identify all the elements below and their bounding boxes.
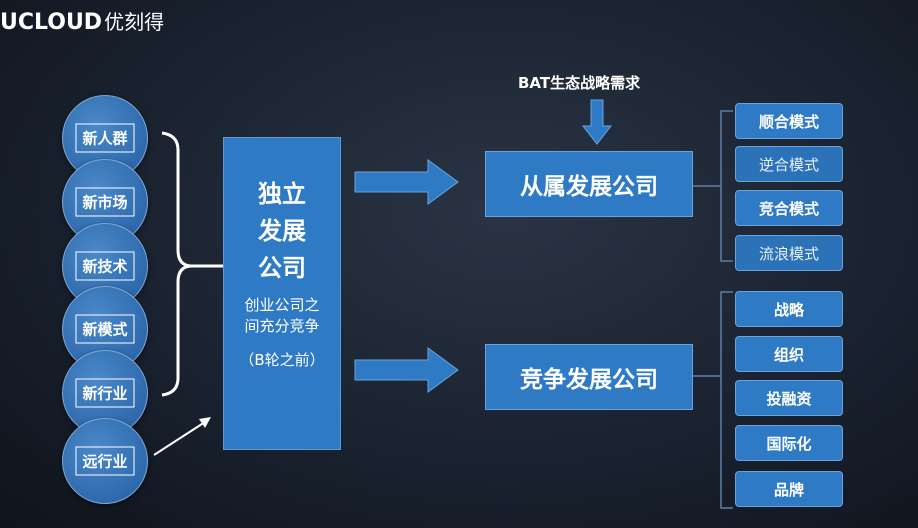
upper-right-arrow [354,159,459,205]
mode-box: 竞合模式 [735,190,843,226]
center-title: 独立 发展 公司 [224,176,340,287]
mode-box: 流浪模式 [735,235,843,271]
competitive-company-box: 竞争发展公司 [485,344,693,410]
center-title-line1: 独立 [258,180,306,208]
center-sub-line1: 创业公司之 [244,296,320,314]
diagonal-arrow-line [153,421,206,456]
lower-bracket [692,291,733,509]
circle-label: 新模式 [75,314,135,344]
center-note: （B轮之前） [239,351,325,369]
center-sub-line2: 间充分竞争 [244,317,320,335]
center-subtitle: 创业公司之 间充分竞争 [224,295,340,337]
circle-label: 新市场 [75,187,135,217]
mode-box: 逆合模式 [735,146,843,182]
center-title-line3: 公司 [258,254,306,282]
factor-box: 投融资 [735,380,843,416]
upper-bracket [692,110,733,262]
bat-down-arrow [581,99,613,145]
circle-label: 远行业 [75,446,135,476]
mode-box: 顺合模式 [735,103,843,139]
independent-company-box: 独立 发展 公司 创业公司之 间充分竞争 （B轮之前） [223,137,341,450]
subordinate-company-box: 从属发展公司 [485,151,693,217]
circle-far-industry: 远行业 [62,418,148,504]
circle-label: 新行业 [75,378,135,408]
logo-brand-cn: 优刻得 [104,10,165,34]
factor-box: 国际化 [735,425,843,461]
logo-brand: UCLOUD [0,10,103,35]
bat-label: BAT生态战略需求 [518,74,641,92]
factor-box: 品牌 [735,471,843,507]
circle-label: 新人群 [75,123,135,153]
circle-label: 新技术 [75,251,135,281]
left-brace [161,131,193,397]
lower-right-arrow [354,347,459,393]
factor-box: 战略 [735,291,843,327]
center-title-line2: 发展 [258,217,306,245]
factor-box: 组织 [735,336,843,372]
diagonal-arrow-head [199,417,211,428]
